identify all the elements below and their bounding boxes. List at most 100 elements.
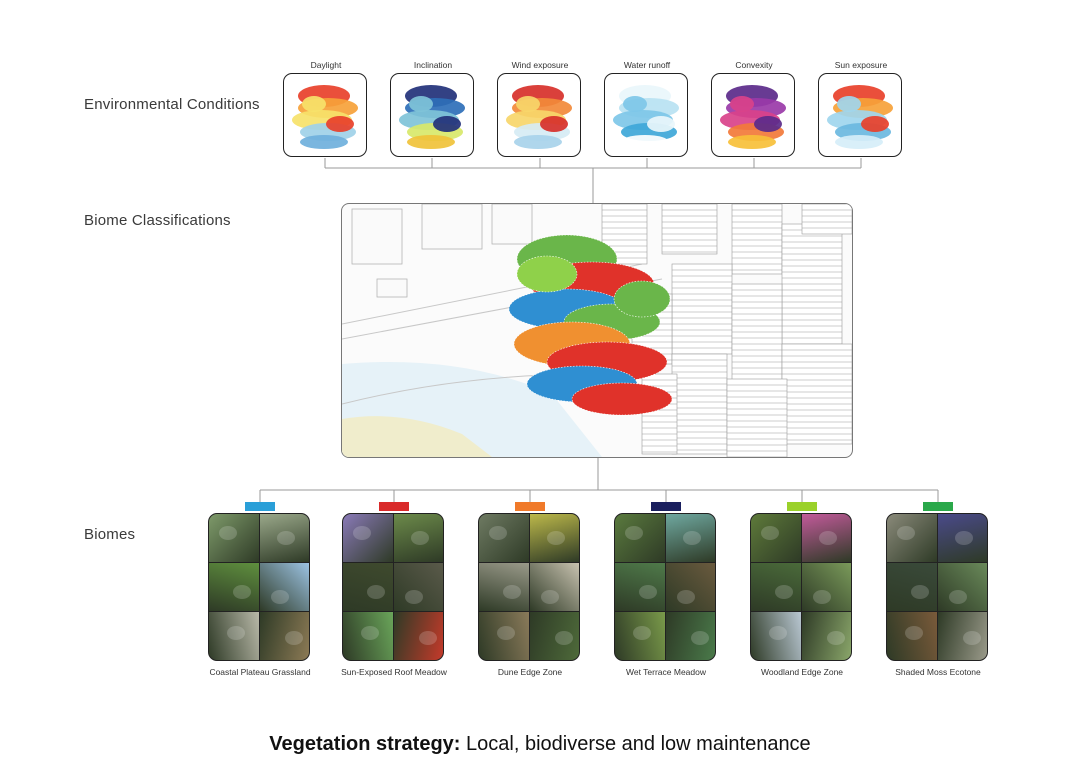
condition-title: Water runoff <box>623 60 671 70</box>
species-photo <box>343 563 393 611</box>
biome-classification-model <box>342 204 852 457</box>
heatmap-blob <box>835 135 883 149</box>
species-photo <box>665 612 715 660</box>
environmental-conditions-label: Environmental Conditions <box>84 96 260 113</box>
condition-3: Water runoff <box>604 60 690 157</box>
city-block <box>731 204 783 275</box>
photo-highlight <box>682 531 701 545</box>
photo-highlight <box>270 590 289 604</box>
biome-4: Woodland Edge Zone <box>750 502 854 677</box>
species-photo <box>529 514 579 562</box>
species-photo <box>801 514 851 562</box>
biome-zone <box>516 255 578 293</box>
species-photo <box>393 563 443 611</box>
biome-color-tab <box>651 502 681 511</box>
biome-color-tab <box>515 502 545 511</box>
heatmap-blob <box>540 116 568 132</box>
biome-photo-grid <box>614 513 716 661</box>
condition-map <box>818 73 902 157</box>
city-block <box>671 353 728 455</box>
city-block <box>661 204 718 255</box>
species-photo <box>259 612 309 660</box>
city-block <box>731 283 783 395</box>
city-block <box>671 263 733 355</box>
heatmap-blob <box>409 96 433 112</box>
biome-5: Shaded Moss Ecotone <box>886 502 990 677</box>
photo-highlight <box>954 531 973 545</box>
photo-highlight <box>905 626 923 640</box>
condition-title: Inclination <box>413 60 453 70</box>
condition-heatmap <box>827 85 893 149</box>
city-block <box>726 378 788 457</box>
species-photo <box>479 514 529 562</box>
species-photo <box>887 563 937 611</box>
heatmap-blob <box>433 116 461 132</box>
biome-color-tab <box>379 502 409 511</box>
species-photo <box>393 612 443 660</box>
heatmap-blob <box>407 135 455 149</box>
photo-highlight <box>676 590 695 604</box>
biome-photo-grid <box>208 513 310 661</box>
photo-highlight <box>489 526 507 540</box>
biome-0: Coastal Plateau Grassland <box>208 502 312 677</box>
condition-4: Convexity <box>711 60 797 157</box>
species-photo <box>209 514 259 562</box>
photo-highlight <box>812 590 831 604</box>
biome-color-tab <box>245 502 275 511</box>
photo-highlight <box>761 526 779 540</box>
species-photo <box>209 563 259 611</box>
caption-text: Local, biodiverse and low maintenance <box>460 733 811 755</box>
heatmap-blob <box>837 96 861 112</box>
species-photo <box>937 612 987 660</box>
vegetation-strategy-caption: Vegetation strategy: Local, biodiverse a… <box>0 733 1080 756</box>
biome-name: Coastal Plateau Grassland <box>209 667 311 677</box>
species-photo <box>801 563 851 611</box>
photo-highlight <box>818 531 837 545</box>
caption-bold: Vegetation strategy: <box>269 733 461 755</box>
photo-highlight <box>353 526 371 540</box>
species-photo <box>801 612 851 660</box>
heatmap-blob <box>728 135 776 149</box>
species-photo <box>615 563 665 611</box>
photo-highlight <box>546 531 565 545</box>
photo-highlight <box>775 585 793 599</box>
condition-heatmap <box>292 85 358 149</box>
photo-highlight <box>219 526 237 540</box>
biome-classifications-label: Biome Classifications <box>84 212 231 229</box>
species-photo <box>887 514 937 562</box>
photo-highlight <box>639 585 657 599</box>
biome-photo-grid <box>750 513 852 661</box>
photo-highlight <box>276 531 295 545</box>
condition-map <box>390 73 474 157</box>
biome-name: Shaded Moss Ecotone <box>895 667 981 677</box>
heatmap-blob <box>326 116 354 132</box>
condition-map <box>604 73 688 157</box>
species-photo <box>479 563 529 611</box>
heatmap-blob <box>647 116 675 132</box>
photo-highlight <box>633 626 651 640</box>
photo-highlight <box>769 626 787 640</box>
photo-highlight <box>367 585 385 599</box>
species-photo <box>259 563 309 611</box>
species-photo <box>529 612 579 660</box>
condition-heatmap <box>720 85 786 149</box>
biome-classification-panel <box>341 203 853 458</box>
species-photo <box>751 514 801 562</box>
condition-5: Sun exposure <box>818 60 904 157</box>
photo-highlight <box>897 526 915 540</box>
heatmap-blob <box>730 96 754 112</box>
photo-highlight <box>554 631 573 645</box>
biome-name: Woodland Edge Zone <box>760 667 844 677</box>
species-photo <box>259 514 309 562</box>
biome-photo-grid <box>478 513 580 661</box>
biome-3: Wet Terrace Meadow <box>614 502 718 677</box>
photo-highlight <box>284 631 303 645</box>
species-photo <box>887 612 937 660</box>
photo-highlight <box>227 626 245 640</box>
condition-heatmap <box>613 85 679 149</box>
species-photo <box>665 514 715 562</box>
condition-heatmap <box>399 85 465 149</box>
heatmap-blob <box>861 116 889 132</box>
species-photo <box>343 612 393 660</box>
species-photo <box>937 514 987 562</box>
